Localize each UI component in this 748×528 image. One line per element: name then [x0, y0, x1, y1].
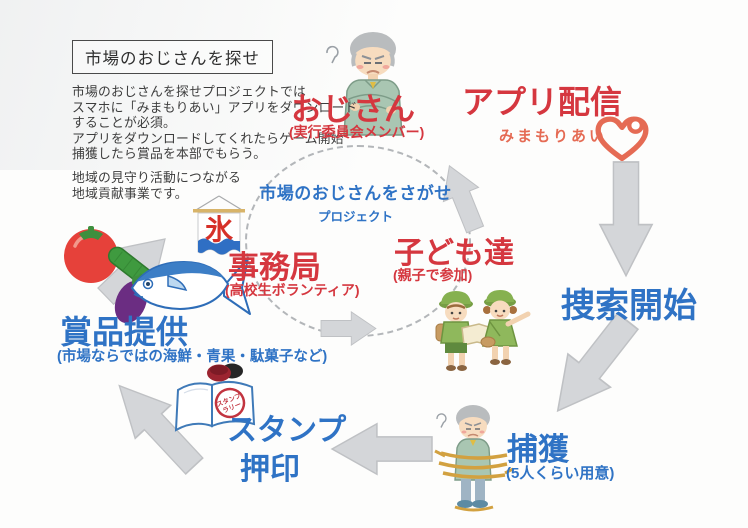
kids-illustration: [435, 290, 531, 371]
node-prize-note: (市場ならではの海鮮・青果・駄菓子など): [57, 349, 328, 365]
project-title: 市場のおじさんをさがせ: [259, 184, 452, 203]
ojisan-illustration: [326, 32, 403, 136]
annoyance-swirl-icon: [326, 45, 339, 64]
captured-ojisan-illustration: [434, 405, 513, 512]
arrow-children-to-ojisan: [442, 164, 485, 234]
intro-line: 地域貢献事業です。: [72, 185, 188, 201]
intro-paragraph-2: 地域の見守り活動につながる 地域貢献事業です。: [72, 170, 241, 201]
tuna-illustration: [130, 257, 251, 315]
node-stamp-label-line2: 押印: [240, 453, 300, 486]
ice-character: 氷: [205, 214, 234, 245]
mimamoriai-brand: みまもりあい: [499, 128, 608, 145]
ice-flag-illustration: 氷: [193, 195, 245, 255]
node-prize-label: 賞品提供: [60, 314, 189, 350]
annoyance-swirl-icon: [436, 413, 447, 428]
node-office-note: (高校生ボランティア): [225, 282, 360, 298]
node-children-label: 子ども達: [394, 237, 514, 270]
node-app-label: アプリ配信: [462, 84, 623, 120]
stamp-book-illustration: スタンプ ラリー: [174, 363, 256, 432]
cycle-center-label: 市場のおじさんをさがせ プロジェクト: [248, 179, 463, 225]
intro-line: 地域の見守り活動につながる: [72, 170, 241, 185]
arrow-capture-to-stamp: [330, 422, 433, 476]
intro-line: 捕獲したら賞品を本部でもらう。: [72, 146, 267, 162]
node-office-label: 事務局: [228, 250, 321, 285]
project-subtitle: プロジェクト: [317, 210, 393, 224]
node-capture-label: 捕獲: [507, 432, 569, 467]
intro-line: 市場のおじさんを探せプロジェクトでは: [72, 84, 306, 99]
node-stamp-label-line1: スタンプ: [227, 414, 347, 447]
mimamoriai-heart-icon: [595, 116, 649, 162]
arrow-app-to-search: [598, 161, 654, 278]
arrow-stamp-to-prize: [118, 384, 204, 476]
node-capture-note: (5人くらい用意): [506, 465, 615, 482]
arrow-search-to-capture: [556, 312, 640, 413]
node-ojisan-note: (実行委員会メンバー): [289, 124, 425, 140]
node-children-note: (親子で参加): [393, 267, 473, 283]
node-search-label: 捜索開始: [561, 287, 697, 325]
intro-line: アプリをダウンロードしてくれたらゲーム開始: [72, 130, 344, 146]
node-ojisan-label: おじさん: [291, 92, 415, 127]
intro-paragraph-1: 市場のおじさんを探せプロジェクトでは スマホに「みまもりあい」アプリをダウンロー…: [72, 84, 358, 162]
intro-line: することが必須。: [72, 115, 176, 131]
arrow-office-to-children: [320, 311, 377, 346]
scan-shading: [0, 0, 480, 170]
intro-line: スマホに「みまもりあい」アプリをダウンロード: [72, 99, 358, 115]
flyer-title: 市場のおじさんを探せ: [72, 40, 273, 74]
